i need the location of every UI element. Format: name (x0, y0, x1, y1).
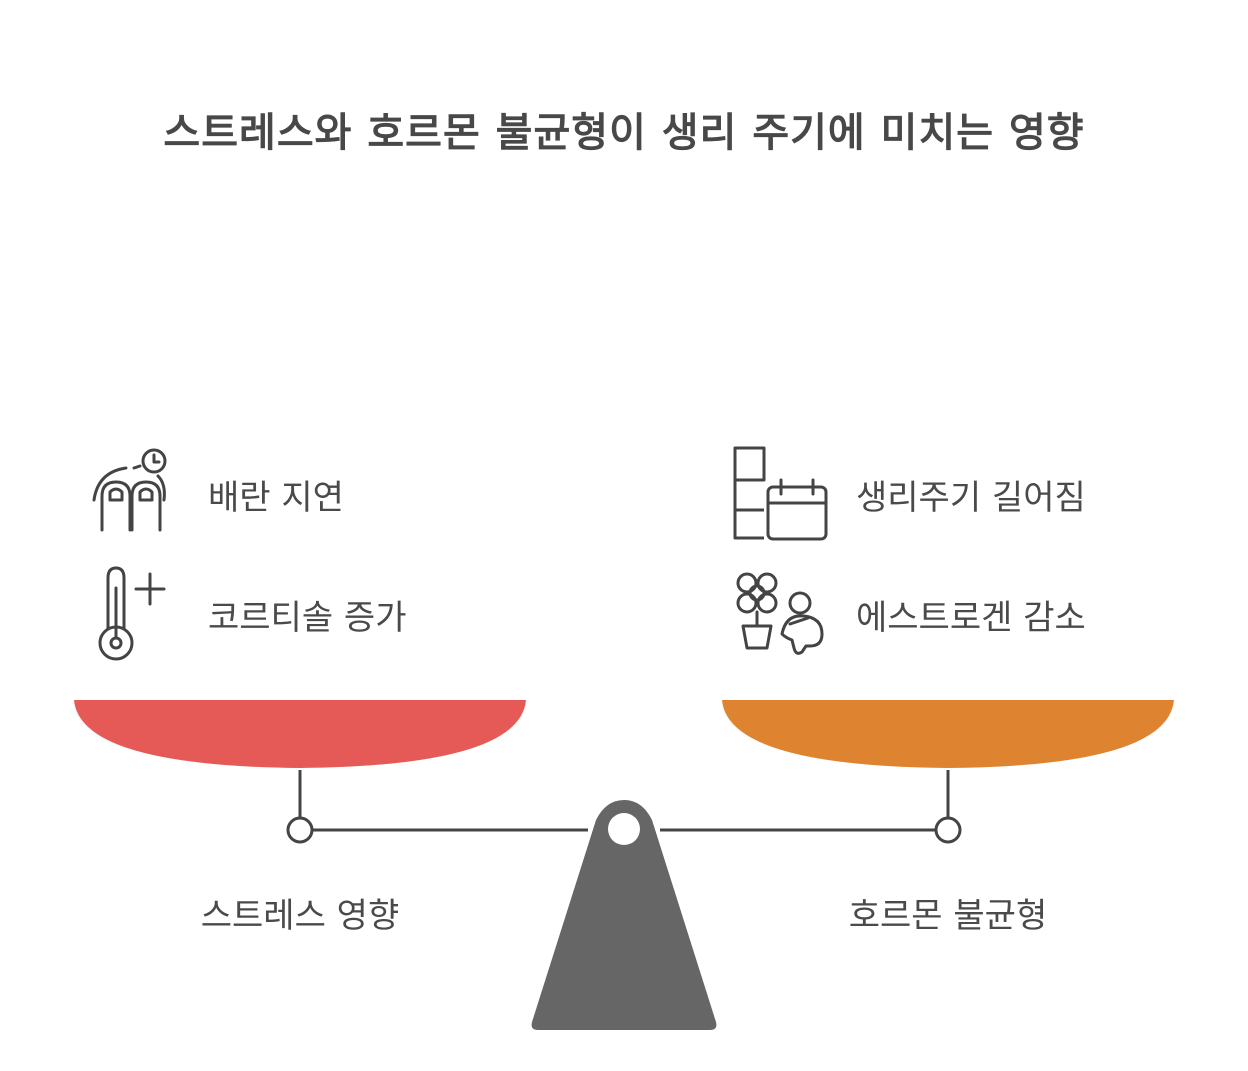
left-item-label-2: 코르티솔 증가 (208, 598, 407, 638)
right-beam-joint (934, 816, 962, 844)
left-beam-joint (286, 816, 314, 844)
left-pan (74, 700, 526, 768)
left-item-label-1: 배란 지연 (208, 478, 344, 518)
fulcrum-pivot (608, 813, 640, 845)
thermometer-plus-icon (98, 566, 166, 661)
right-item-label-1: 생리주기 길어짐 (856, 478, 1086, 518)
delayed-ovulation-icon (92, 448, 167, 532)
flower-person-icon (736, 572, 824, 655)
calendar-icon (733, 446, 828, 541)
page-title: 스트레스와 호르몬 불균형이 생리 주기에 미치는 영향 (163, 110, 1085, 156)
left-side-label: 스트레스 영향 (200, 896, 400, 936)
fulcrum (531, 800, 717, 1030)
right-item-label-2: 에스트로겐 감소 (856, 598, 1086, 638)
right-side-label: 호르몬 불균형 (848, 896, 1048, 936)
right-pan (722, 700, 1174, 768)
